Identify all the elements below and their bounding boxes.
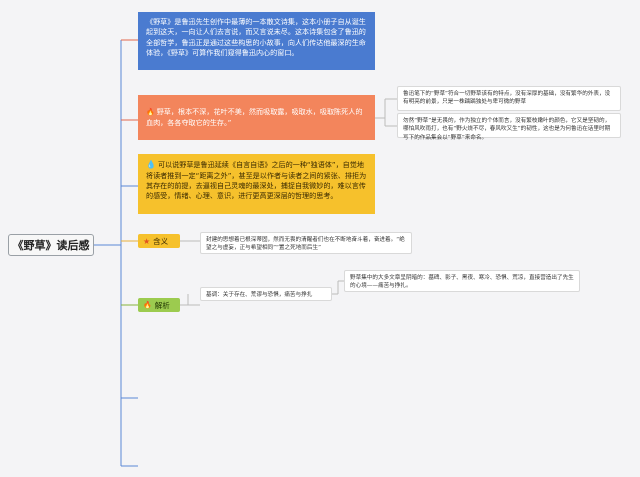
analysis-note-connector [180,294,200,306]
note-analysis-basis-text: 基调：关于存在、荒谬与恐惧，痛苦与挣扎 [206,292,313,298]
root-title: 《野草》读后感 [12,239,90,252]
tag-analysis[interactable]: 🔥 解析 [138,298,180,312]
card-quote-text: 野草，根本不深，花叶不美，然而吸取露，吸取水，吸取陈死人的血肉，各各夺取它的生存… [146,107,363,127]
card-intro[interactable]: 《野草》是鲁迅先生创作中最薄的一本散文诗集，这本小册子自从诞生起到这天，一向让人… [138,12,375,70]
card-quote[interactable]: 🔥野草，根本不深，花叶不美，然而吸取露，吸取水，吸取陈死人的血肉，各各夺取它的生… [138,95,375,140]
flame-icon: 🔥 [143,301,152,309]
note-analysis-detail-text: 野草集中的大多文章呈阴暗的：墓碑、影子、黑夜、寒冷、恐惧、荒凉，直接营造出了先生… [350,275,574,290]
orange-note-bracket [375,98,397,127]
note-meaning[interactable]: 封建的思想着已根深蒂固，然而无畏的清醒者们也在不断地奋斗着，奋进着。“绝望之与虚… [200,232,412,254]
tag-meaning-label: 含义 [153,236,169,246]
root-topic[interactable]: 《野草》读后感 [8,234,94,256]
flame-icon: 🔥 [146,108,155,117]
card-intro-text: 《野草》是鲁迅先生创作中最薄的一本散文诗集，这本小册子自从诞生起到这天，一向让人… [146,17,366,57]
analysis-detail-connector [332,280,344,295]
tag-meaning[interactable]: ★ 含义 [138,234,180,248]
card-analysis-body[interactable]: 💧可以说野草是鲁迅延续《自言自语》之后的一种“独语体”，自觉地将读者推到一定“距… [138,154,375,214]
note-orange-1[interactable]: 鲁迅笔下的“野草”符合一切野草该有的特点，没有深厚的基础，没有繁华的外表，没有明… [397,86,621,111]
tag-analysis-label: 解析 [154,300,170,310]
note-meaning-text: 封建的思想着已根深蒂固，然而无畏的清醒者们也在不断地奋斗着，奋进着。“绝望之与虚… [206,237,405,252]
droplet-icon: 💧 [146,160,156,169]
note-orange-1-text: 鲁迅笔下的“野草”符合一切野草该有的特点，没有深厚的基础，没有繁华的外表，没有明… [403,91,611,106]
note-orange-2[interactable]: 勿然“野草”是无畏的，作为独立的个体而言，没有繁枝嫩叶的颜色，它又是坚韧的，哪怕… [397,113,621,141]
note-analysis-basis[interactable]: 基调：关于存在、荒谬与恐惧，痛苦与挣扎 [200,287,332,301]
card-analysis-body-text: 可以说野草是鲁迅延续《自言自语》之后的一种“独语体”，自觉地将读者推到一定“距离… [146,160,367,201]
note-orange-2-text: 勿然“野草”是无畏的，作为独立的个体而言，没有繁枝嫩叶的颜色，它又是坚韧的，哪怕… [403,118,611,141]
note-analysis-detail[interactable]: 野草集中的大多文章呈阴暗的：墓碑、影子、黑夜、寒冷、恐惧、荒凉，直接营造出了先生… [344,270,580,292]
star-icon: ★ [143,236,151,246]
